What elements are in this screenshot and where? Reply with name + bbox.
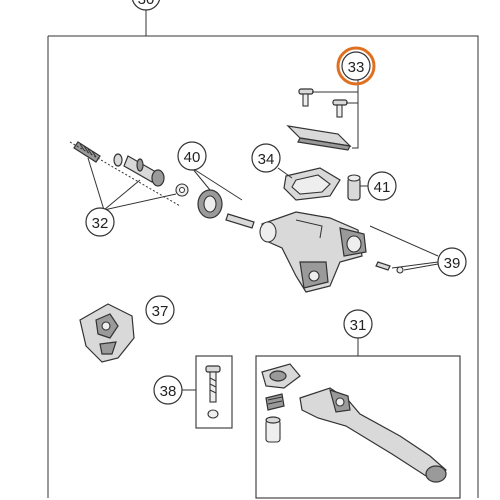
callout-32[interactable]: 32 [85,207,115,237]
svg-text:33: 33 [348,59,365,76]
part-37-protection-cap [79,303,135,363]
callout-38[interactable]: 38 [153,375,183,405]
part-41-plug [347,174,368,201]
svg-text:41: 41 [374,179,391,196]
part-38-screw-box [182,355,233,429]
svg-text:34: 34 [258,151,275,168]
callout-40[interactable]: 40 [177,141,207,171]
assembly-frame [47,8,479,498]
callout-30[interactable]: 30 [131,0,161,11]
callout-37[interactable]: 37 [145,295,175,325]
screw-icon [332,99,348,118]
callout-34[interactable]: 34 [251,143,281,173]
part-39-pin [369,225,439,274]
master-cylinder-body [259,211,367,293]
callout-31[interactable]: 31 [343,309,373,339]
callout-39[interactable]: 39 [437,247,467,277]
part-32-piston-kit [69,141,189,211]
callout-33[interactable]: 33 [336,46,376,86]
part-31-lever-assembly [255,336,461,499]
svg-text:37: 37 [152,303,169,320]
part-40-bushing-and-pin [191,167,255,229]
svg-text:38: 38 [160,383,177,400]
svg-text:31: 31 [350,317,367,334]
part-34-diaphragm [277,167,341,201]
svg-text:39: 39 [444,255,461,272]
screw-icon [298,88,314,107]
svg-text:40: 40 [184,149,201,166]
svg-text:32: 32 [92,215,109,232]
svg-text:30: 30 [138,0,155,8]
callout-41[interactable]: 41 [367,171,397,201]
part-33-reservoir-cover [286,80,359,151]
